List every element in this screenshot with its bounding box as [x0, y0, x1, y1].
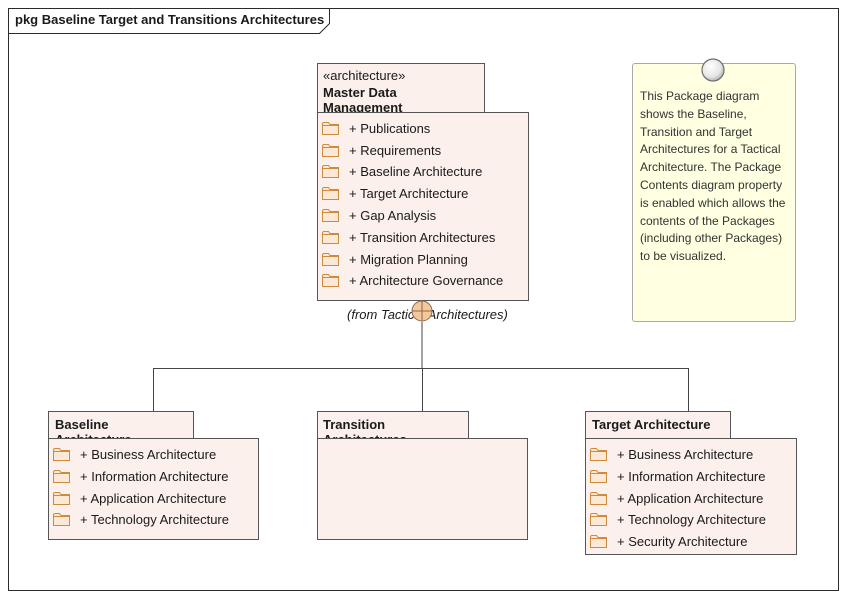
folder-icon	[322, 231, 339, 244]
package-item[interactable]: + Application Architecture	[590, 489, 763, 507]
package-item-label: + Architecture Governance	[349, 272, 504, 288]
package-master-tab[interactable]: «architecture» Master Data Management	[317, 63, 485, 115]
package-item[interactable]: + Application Architecture	[53, 489, 226, 507]
diagram-frame	[8, 8, 839, 591]
note-text: This Package diagram shows the Baseline,…	[640, 89, 786, 264]
package-master-stereotype: «architecture»	[323, 68, 406, 83]
folder-icon	[322, 253, 339, 266]
package-item-label: + Target Architecture	[349, 185, 469, 201]
package-item-label: + Publications	[349, 120, 431, 136]
package-item[interactable]: + Technology Architecture	[53, 510, 229, 528]
package-baseline-body[interactable]: + Business Architecture + Information Ar…	[48, 438, 259, 540]
package-item[interactable]: + Business Architecture	[590, 445, 753, 463]
package-master-name: Master Data Management	[323, 85, 403, 115]
package-item-label: + Baseline Architecture	[349, 163, 483, 179]
package-item[interactable]: + Target Architecture	[322, 184, 468, 202]
package-item[interactable]: + Transition Architectures	[322, 228, 495, 246]
package-item[interactable]: + Business Architecture	[53, 445, 216, 463]
package-item[interactable]: + Requirements	[322, 141, 441, 159]
package-item-label: + Technology Architecture	[80, 511, 229, 527]
package-target-name: Target Architecture	[592, 417, 711, 432]
package-item[interactable]: + Information Architecture	[53, 467, 229, 485]
package-item[interactable]: + Gap Analysis	[322, 206, 436, 224]
folder-icon	[590, 513, 607, 526]
package-item[interactable]: + Publications	[322, 119, 430, 137]
package-item[interactable]: + Architecture Governance	[322, 271, 503, 289]
package-item-label: + Application Architecture	[80, 490, 227, 506]
nesting-anchor-icon	[411, 300, 433, 322]
package-baseline-tab[interactable]: Baseline Architecture	[48, 411, 194, 447]
pin-icon	[701, 58, 725, 82]
package-item[interactable]: + Baseline Architecture	[322, 162, 482, 180]
package-item-label: + Business Architecture	[80, 446, 217, 462]
package-transition-body[interactable]	[317, 438, 528, 540]
diagram-title: pkg Baseline Target and Transitions Arch…	[15, 12, 325, 27]
package-item-label: + Transition Architectures	[349, 229, 496, 245]
folder-icon	[322, 274, 339, 287]
folder-icon	[53, 492, 70, 505]
frame-tab-outline	[8, 8, 330, 34]
package-target-tab[interactable]: Target Architecture	[585, 411, 731, 439]
package-item-label: + Technology Architecture	[617, 511, 766, 527]
folder-icon	[53, 448, 70, 461]
folder-icon	[53, 513, 70, 526]
folder-icon	[590, 535, 607, 548]
package-target-body[interactable]: + Business Architecture + Information Ar…	[585, 438, 797, 555]
package-item[interactable]: + Technology Architecture	[590, 510, 766, 528]
package-item-label: + Information Architecture	[617, 468, 766, 484]
package-item-label: + Business Architecture	[617, 446, 754, 462]
package-item-label: + Information Architecture	[80, 468, 229, 484]
diagram-note[interactable]: This Package diagram shows the Baseline,…	[632, 63, 796, 322]
folder-icon	[53, 470, 70, 483]
package-item-label: + Gap Analysis	[349, 207, 437, 223]
package-item[interactable]: + Information Architecture	[590, 467, 766, 485]
folder-icon	[590, 448, 607, 461]
package-item[interactable]: + Migration Planning	[322, 250, 468, 268]
folder-icon	[590, 492, 607, 505]
package-item-label: + Migration Planning	[349, 251, 468, 267]
folder-icon	[322, 187, 339, 200]
package-item[interactable]: + Security Architecture	[590, 532, 747, 550]
folder-icon	[322, 122, 339, 135]
folder-icon	[590, 470, 607, 483]
folder-icon	[322, 209, 339, 222]
package-transition-tab[interactable]: Transition Architectures	[317, 411, 469, 447]
package-item-label: + Security Architecture	[617, 533, 748, 549]
folder-icon	[322, 144, 339, 157]
package-item-label: + Application Architecture	[617, 490, 764, 506]
package-master-body[interactable]: + Publications + Requirements + Baseline…	[317, 112, 529, 301]
package-item-label: + Requirements	[349, 142, 442, 158]
folder-icon	[322, 165, 339, 178]
